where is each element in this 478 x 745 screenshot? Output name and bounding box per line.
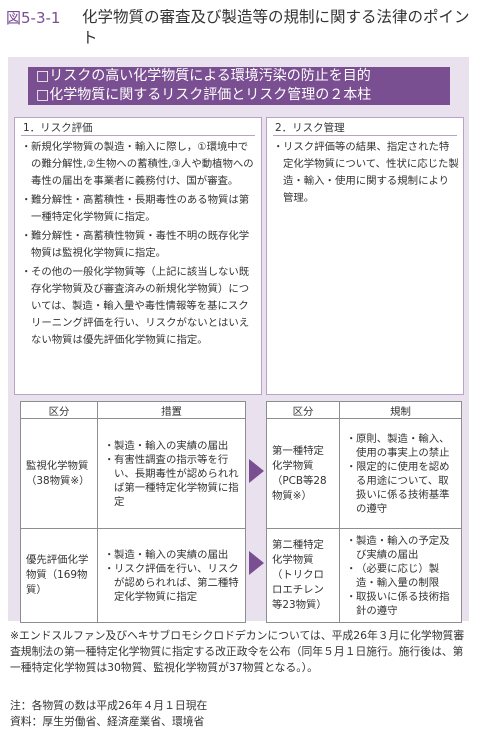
- footnote: ※エンドスルファン及びヘキサブロモシクロドデカンについては、平成26年３月に化学…: [10, 629, 465, 674]
- measures-cell: 製造・輸入の実績の届出 リスク評価を行い、リスクが認められれば、第二種特定化学物…: [97, 528, 246, 623]
- arrow-right-icon: [249, 551, 264, 575]
- list-item: 難分解性・高蓄積性・長期毒性のある物質は第一種特定化学物質に指定。: [21, 192, 255, 226]
- column-header-category: 区分: [266, 401, 340, 419]
- risk-management-heading: 2．リスク管理: [275, 122, 345, 134]
- column-header-category: 区分: [20, 401, 98, 419]
- table-header-row: 区分 措置: [20, 401, 246, 419]
- regulations-cell: 製造・輸入の予定及び実績の届出 （必要に応じ）製造・輸入量の制限 取扱いに係る技…: [339, 528, 462, 623]
- arrow-right-icon: [249, 459, 264, 483]
- figure-title: 化学物質の審査及び製造等の規制に関する法律のポイント: [82, 8, 470, 47]
- measure-item: 有害性調査の指示等を行い、長期毒性が認められれば第一種特定化学物質に指定: [104, 453, 242, 509]
- risk-assessment-heading: 1．リスク評価: [23, 122, 93, 134]
- date-note: 注：各物質の数は平成26年４月１日現在: [10, 699, 208, 712]
- table-row: 監視化学物質（38物質※） 製造・輸入の実績の届出 有害性調査の指示等を行い、長…: [20, 418, 246, 529]
- purpose-banner: □リスクの高い化学物質による環境汚染の防止を目的 □化学物質に関するリスク評価と…: [28, 67, 450, 105]
- list-item: リスク評価等の結果、指定された特定化学物質について、性状に応じた製造・輸入・使用…: [273, 139, 459, 207]
- column-header-regulations: 規制: [339, 401, 462, 419]
- measure-item: 製造・輸入の実績の届出: [104, 439, 242, 453]
- category-cell: 第二種特定化学物質（トリクロロエチレン等23物質）: [266, 528, 340, 623]
- measure-item: リスク評価を行い、リスクが認められれば、第二種特定化学物質に指定: [104, 562, 242, 604]
- list-item: その他の一般化学物質等（上記に該当しない既存化学物質及び審査済みの新規化学物質）…: [21, 264, 255, 349]
- table-row: 第一種特定化学物質（PCB等28物質※） 原則、製造・輸入、使用の事実上の禁止 …: [266, 418, 462, 529]
- risk-assessment-section: 1．リスク評価 新規化学物質の製造・輸入に際し，①環境中での難分解性,②生物への…: [14, 117, 262, 395]
- list-item: 難分解性・高蓄積性物質・毒性不明の既存化学物質は監視化学物質に指定。: [21, 228, 255, 262]
- table-row: 優先評価化学物質（169物質） 製造・輸入の実績の届出 リスク評価を行い、リスク…: [20, 528, 246, 623]
- risk-management-list: リスク評価等の結果、指定された特定化学物質について、性状に応じた製造・輸入・使用…: [273, 139, 459, 209]
- regulation-item: 限定的に使用を認める用途について、取扱いに係る技術基準の遵守: [346, 460, 458, 516]
- regulation-item: （必要に応じ）製造・輸入量の制限: [346, 562, 458, 590]
- risk-assessment-list: 新規化学物質の製造・輸入に際し，①環境中での難分解性,②生物への蓄積性,③人や動…: [21, 139, 255, 351]
- banner-line-1: □リスクの高い化学物質による環境汚染の防止を目的: [36, 68, 371, 84]
- regulation-item: 製造・輸入の予定及び実績の届出: [346, 534, 458, 562]
- figure-label: 図5-3-1: [6, 9, 61, 27]
- table-row: 第二種特定化学物質（トリクロロエチレン等23物質） 製造・輸入の予定及び実績の届…: [266, 528, 462, 623]
- risk-management-section: 2．リスク管理 リスク評価等の結果、指定された特定化学物質について、性状に応じた…: [266, 117, 464, 395]
- regulation-item: 取扱いに係る技術指針の遵守: [346, 590, 458, 618]
- column-header-measures: 措置: [97, 401, 246, 419]
- category-cell: 優先評価化学物質（169物質）: [20, 528, 98, 623]
- management-table: 区分 規制 第一種特定化学物質（PCB等28物質※） 原則、製造・輸入、使用の事…: [266, 401, 462, 623]
- list-item: 新規化学物質の製造・輸入に際し，①環境中での難分解性,②生物への蓄積性,③人や動…: [21, 139, 255, 190]
- assessment-table: 区分 措置 監視化学物質（38物質※） 製造・輸入の実績の届出 有害性調査の指示…: [20, 401, 246, 623]
- measure-item: 製造・輸入の実績の届出: [104, 548, 242, 562]
- divider: [21, 135, 255, 136]
- banner-line-2: □化学物質に関するリスク評価とリスク管理の２本柱: [36, 87, 372, 103]
- regulation-item: 原則、製造・輸入、使用の事実上の禁止: [346, 432, 458, 460]
- source-note: 資料：厚生労働省、経済産業省、環境省: [10, 715, 205, 728]
- category-cell: 第一種特定化学物質（PCB等28物質※）: [266, 418, 340, 529]
- divider: [273, 135, 457, 136]
- regulations-cell: 原則、製造・輸入、使用の事実上の禁止 限定的に使用を認める用途について、取扱いに…: [339, 418, 462, 529]
- category-cell: 監視化学物質（38物質※）: [20, 418, 98, 529]
- table-header-row: 区分 規制: [266, 401, 462, 419]
- measures-cell: 製造・輸入の実績の届出 有害性調査の指示等を行い、長期毒性が認められれば第一種特…: [97, 418, 246, 529]
